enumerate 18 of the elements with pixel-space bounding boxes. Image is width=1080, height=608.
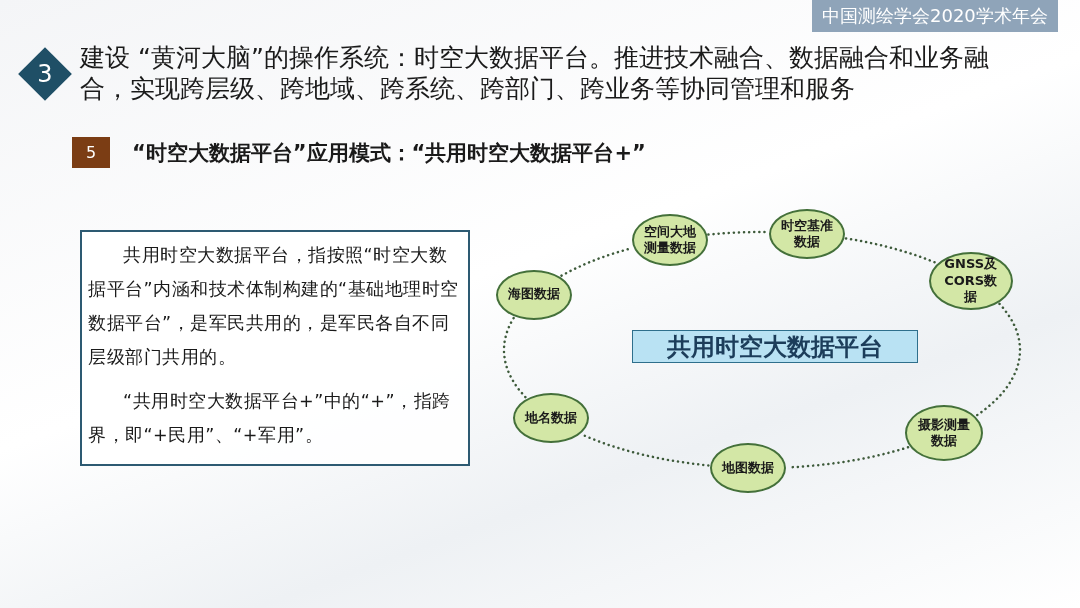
data-ellipse: GNSS及CORS数据 (928, 251, 1013, 310)
dotted-connector (502, 316, 527, 399)
data-ellipse: 海图数据 (496, 269, 573, 320)
data-ellipse: 地名数据 (512, 392, 589, 443)
data-ellipse: 时空基准数据 (768, 208, 845, 259)
heading: 建设 “黄河大脑”的操作系统：时空大数据平台。推进技术融合、数据融合和业务融合，实现跨层级、跨地域、跨系统、跨部门、跨业务等协同管理和服务 (80, 42, 990, 104)
text-panel (80, 230, 470, 466)
number-badge: 5 (72, 137, 110, 168)
subheading: “时空大数据平台”应用模式：“共用时空大数据平台+” (132, 140, 647, 167)
platform-box: 共用时空大数据平台 (632, 330, 918, 363)
data-ellipse: 摄影测量数据 (905, 405, 984, 462)
dotted-connector (844, 237, 936, 264)
paragraph: 共用时空大数据平台，指按照“时空大数据平台”内涵和技术体制构建的“基础地理时空数据平台”，是军民共用的，是军民各自不同层级部门共用的。 (88, 244, 460, 369)
header-banner: 中国测绘学会2020学术年会 (812, 0, 1058, 32)
data-ellipse: 地图数据 (710, 442, 787, 493)
dotted-connector (707, 230, 768, 236)
data-ellipse: 空间大地测量数据 (631, 213, 708, 266)
paragraph: “共用时空大数据平台+”中的“+”，指跨界，即“+民用”、“+军用”。 (88, 390, 452, 447)
